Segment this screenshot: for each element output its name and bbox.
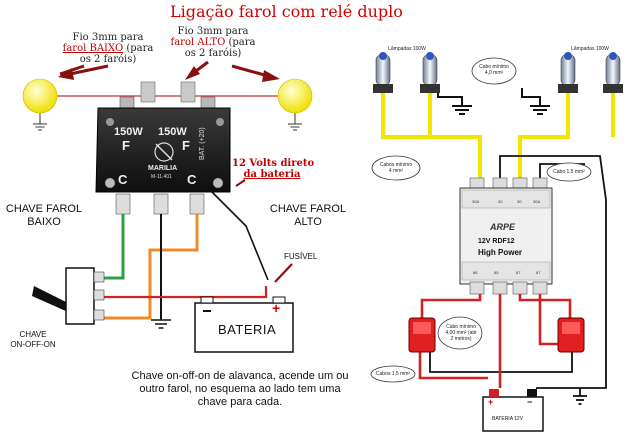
arpe-pin-5: 87 (516, 270, 521, 275)
cable-left-line1: Cabos mínimo (379, 162, 413, 168)
switch-high-line2: ALTO (294, 216, 322, 228)
battery-label: BATERIA (218, 322, 277, 337)
arpe-pin-1: 30A (472, 199, 480, 204)
arpe-pin-4: 85 (494, 270, 499, 275)
red-wires (418, 290, 572, 388)
battery-right (482, 389, 544, 432)
arpe-pin-3: 86 (473, 270, 478, 275)
relay-watt-left: 150W (114, 126, 143, 138)
battery-right-minus: − (527, 397, 533, 407)
battery-plus: + (272, 300, 281, 316)
arpe-brand: ARPE (490, 222, 516, 232)
switch-low-line1: CHAVE FAROL (5, 203, 83, 215)
fuse-label: FUSÍVEL (284, 252, 318, 261)
yellow-wires (381, 88, 615, 184)
note-low-beam: Fio 3mm para farol BAIXO (para os 2 faró… (62, 32, 154, 65)
power-note-line2: da bateria (243, 169, 301, 180)
green-wire (99, 214, 125, 280)
note-high-line2: farol ALTO (para (165, 37, 261, 48)
switch-high-label: CHAVE FAROL ALTO (268, 203, 348, 229)
annotation-arrows (58, 60, 280, 82)
arpe-model: 12V RDF12 (478, 238, 515, 245)
control-wires (429, 155, 607, 405)
high-beam-lamp (277, 78, 313, 131)
relay-bat-wire (209, 189, 269, 281)
battery-right-label: BATERIA 12V (492, 416, 524, 422)
relay-watt-right: 150W (158, 126, 187, 138)
rocker-switches (408, 317, 585, 353)
arpe-pin-6: 87 (536, 270, 541, 275)
note-high-highlight: farol ALTO (170, 37, 226, 48)
cable-top-line2: 4,0 mm² (484, 70, 504, 76)
battery-right-plus: + (488, 397, 494, 407)
cable-callouts (370, 57, 592, 383)
cable-mid-line1: Cabo mínimo (446, 324, 476, 330)
relay-arpe (459, 177, 553, 295)
low-beam-lamp (22, 78, 58, 131)
arpe-pin-7: 30 (498, 199, 503, 204)
switch-feed-wire (102, 286, 268, 299)
arpe-pin-2: 30A (533, 199, 541, 204)
note-high-line1: Fio 3mm para (177, 26, 249, 37)
arpe-pin-8: 30 (517, 199, 522, 204)
power-note-line1: 12 Volts direto (232, 158, 315, 169)
page-title: Ligação farol com relé duplo (170, 2, 403, 21)
toggle-switch (32, 267, 105, 325)
note-high-suffix: (para (228, 37, 256, 48)
cable-bottom-callout: Cabos 1,5 mm² (375, 371, 411, 377)
relay-bottom-terminals (115, 193, 205, 215)
cable-left-callout: Cabos mínimo 4 mm² (374, 162, 418, 174)
relay-f-right: F (182, 138, 190, 153)
lamp-left-label: Lâmpadas 100W (388, 46, 426, 52)
orange-wire (102, 214, 199, 320)
power-note: 12 Volts direto da bateria (232, 158, 315, 180)
note-low-line2: farol BAIXO (para (62, 43, 154, 54)
note-low-highlight: farol BAIXO (62, 43, 124, 54)
switch-low-line2: BAIXO (27, 216, 61, 228)
relay-c-right: C (187, 172, 197, 187)
relay-brand: MARILIA (148, 165, 178, 172)
note-high-beam: Fio 3mm para farol ALTO (para os 2 farói… (165, 26, 261, 59)
relay-marilia (95, 96, 231, 193)
arpe-power: High Power (478, 248, 523, 257)
note-low-line1: Fio 3mm para (72, 32, 144, 43)
cable-top-callout: Cabo mínimo 4,0 mm² (474, 64, 514, 76)
note-low-line3: os 2 faróis) (79, 54, 137, 65)
toggle-line1: CHAVE (19, 330, 47, 339)
caption: Chave on-off-on de alavanca, acende um o… (131, 370, 349, 408)
cable-top-line1: Cabo mínimo (479, 64, 509, 70)
toggle-line2: ON-OFF-ON (10, 340, 56, 349)
note-high-line3: os 2 faróis) (184, 48, 242, 59)
lamps-right (373, 52, 623, 93)
relay-c-left: C (118, 172, 128, 187)
note-low-suffix: (para (126, 43, 154, 54)
relay-model: M-11.401 (151, 174, 172, 180)
relay-top-terminals (140, 81, 196, 103)
toggle-label: CHAVE ON-OFF-ON (2, 330, 64, 350)
cable-left-line2: 4 mm² (388, 168, 404, 174)
battery-left (194, 296, 294, 353)
cable-mid-callout: Cabo mínimo 4,00 mm² (até 2 metros) (440, 324, 482, 342)
relay-bat-label: BAT. (+20) (199, 127, 206, 160)
cable-mid-line3: 2 metros) (450, 336, 472, 342)
cable-right-callout: Cabo 1,5 mm² (553, 169, 585, 175)
cable-mid-line2: 4,00 mm² (até (445, 330, 477, 336)
lamp-right-label: Lâmpadas 100W (571, 46, 609, 52)
switch-high-line1: CHAVE FAROL (269, 203, 347, 215)
switch-low-label: CHAVE FAROL BAIXO (4, 203, 84, 229)
relay-f-left: F (122, 138, 130, 153)
lamp-grounds (437, 88, 550, 115)
